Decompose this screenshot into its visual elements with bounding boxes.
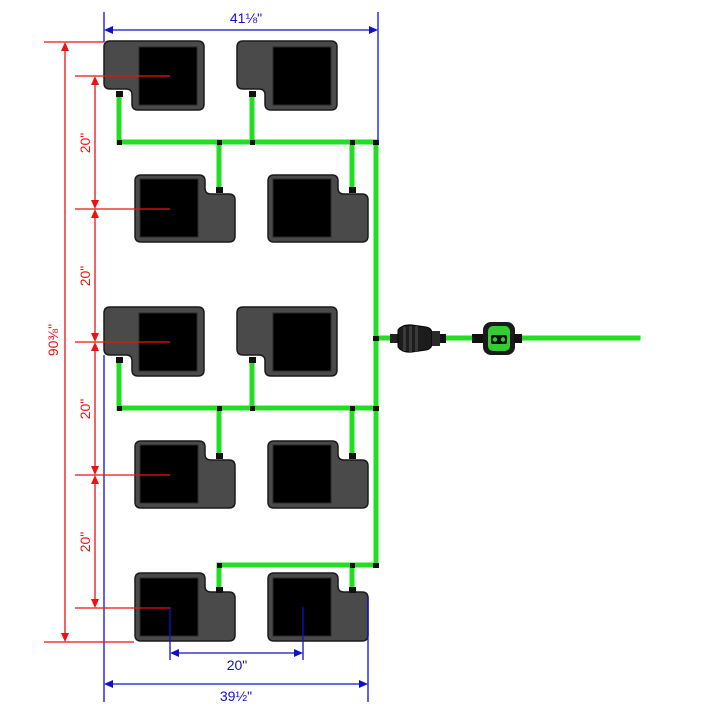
total-height-label: 90⅜" <box>45 324 61 356</box>
pot-r2-right <box>267 174 369 243</box>
top-width-label: 41⅛" <box>230 10 262 26</box>
row-spacing-label-1: 20" <box>77 133 93 154</box>
pot-r5-left <box>134 572 236 642</box>
pot-r2-left <box>134 174 236 243</box>
water-timer-icon <box>472 322 522 355</box>
inline-filter-icon <box>390 324 446 353</box>
pot-r3-right <box>236 306 338 377</box>
dimension-bottom-width: 39½" <box>103 355 369 704</box>
pot-r4-right <box>267 440 369 509</box>
dimension-total-height: 90⅜" <box>44 41 134 643</box>
dimension-row-spacings: 20" 20" 20" 20" <box>75 75 170 609</box>
pots-group <box>103 40 369 642</box>
bottom-width-label: 39½" <box>220 688 252 704</box>
pot-r4-left <box>134 440 236 509</box>
drip-fittings <box>116 91 379 593</box>
dimension-top-width: 41⅛" <box>103 10 379 142</box>
row-spacing-label-4: 20" <box>77 532 93 553</box>
row-spacing-label-3: 20" <box>77 399 93 420</box>
row-spacing-label-2: 20" <box>77 266 93 287</box>
pot-r1-right <box>236 40 338 111</box>
bottom-spacing-label: 20" <box>227 657 248 673</box>
pot-r5-right <box>267 572 369 642</box>
dimension-bottom-spacing: 20" <box>169 607 304 673</box>
